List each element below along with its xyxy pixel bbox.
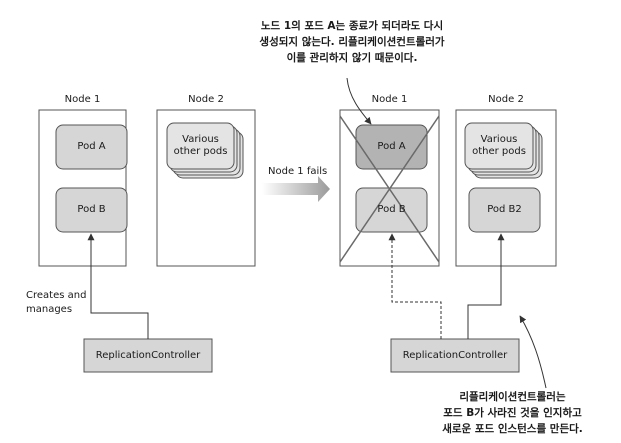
before-node1-title: Node 1	[64, 94, 101, 105]
top-note-line: 노드 1의 포드 A는 종료가 되더라도 다시	[260, 20, 444, 32]
after-pod-b2-box	[468, 187, 541, 233]
bottom-note-line: 새로운 포드 인스턴스를 만든다.	[442, 423, 583, 435]
before-various-line: other pods	[173, 146, 228, 157]
bottom-note-line: 포드 B가 사라진 것을 인지하고	[443, 407, 582, 419]
before-various-stack	[166, 122, 244, 179]
top-note: 노드 1의 포드 A는 종료가 되더라도 다시 생성되지 않는다. 리플리케이션…	[232, 18, 472, 66]
before-various-label: Various other pods	[167, 123, 234, 169]
bottom-note: 리플리케이션컨트롤러는 포드 B가 사라진 것을 인지하고 새로운 포드 인스턴…	[410, 389, 615, 437]
creates-manages-line: manages	[26, 304, 73, 315]
failed-node-cross	[339, 115, 440, 263]
before-pod-b-label: Pod B	[77, 204, 106, 215]
creates-manages-label: Creates and manages	[26, 289, 86, 317]
after-pod-b-box	[355, 187, 428, 233]
before-various-line: Various	[182, 134, 219, 145]
after-various-label: Various other pods	[465, 123, 533, 169]
node-fails-label: Node 1 fails	[268, 166, 328, 177]
node-fails-arrow	[262, 176, 330, 202]
after-various-stack	[464, 122, 543, 179]
after-node1-title: Node 1	[371, 94, 408, 105]
after-pod-a-label: Pod A	[377, 141, 406, 152]
before-pod-a-box	[55, 124, 128, 170]
after-various-line: Various	[480, 134, 518, 145]
after-pod-b-label: Pod B	[377, 204, 406, 215]
bottom-note-pointer	[519, 315, 547, 389]
top-note-line: 생성되지 않는다. 리플리케이션컨트롤러가	[259, 36, 445, 48]
creates-manages-line: Creates and	[26, 290, 87, 301]
after-rc-label: ReplicationController	[402, 349, 508, 361]
before-pod-a-label: Pod A	[77, 141, 106, 152]
before-manages-arrow	[87, 233, 149, 339]
top-note-pointer	[346, 77, 372, 125]
after-various-line: other pods	[472, 146, 526, 157]
after-node2-title: Node 2	[488, 94, 524, 105]
bottom-note-line: 리플리케이션컨트롤러는	[459, 391, 566, 403]
before-pod-b-box	[55, 187, 128, 233]
before-rc-label: ReplicationController	[95, 349, 201, 361]
after-rc-box	[390, 338, 520, 373]
after-pod-b2-label: Pod B2	[487, 204, 522, 215]
after-lost-link	[388, 233, 442, 339]
after-pod-a-box	[355, 124, 428, 170]
before-node2-title: Node 2	[188, 94, 224, 105]
after-manages-arrow	[467, 233, 505, 339]
top-note-line: 이를 관리하지 않기 때문이다.	[286, 52, 418, 64]
